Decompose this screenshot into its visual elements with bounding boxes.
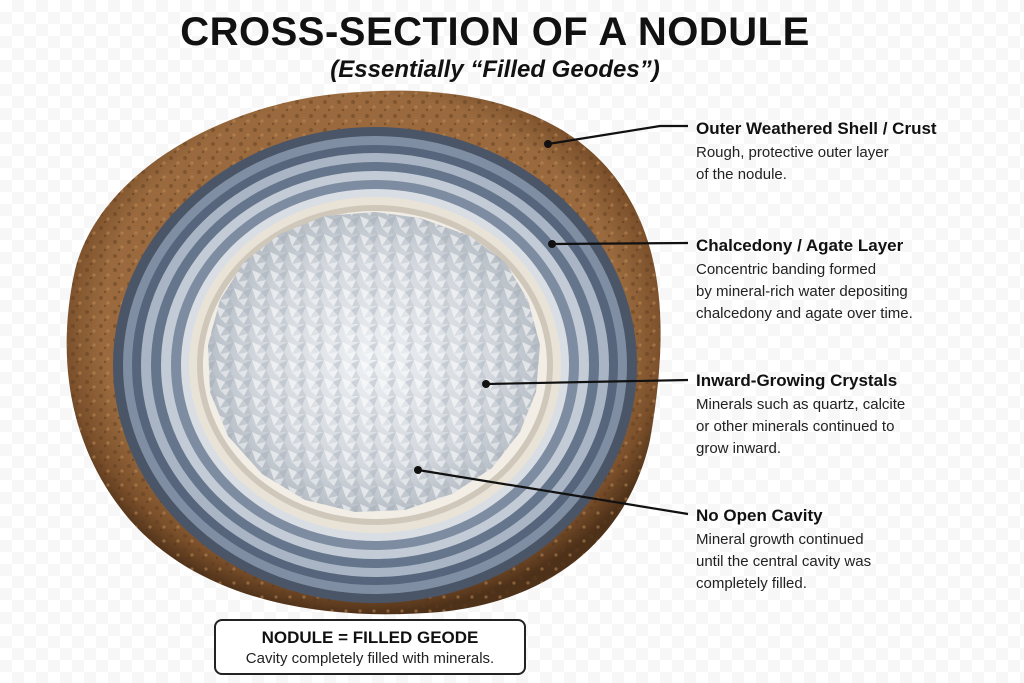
diagram-subtitle: (Essentially “Filled Geodes”) (330, 56, 660, 83)
leader-dot-agate (548, 240, 556, 248)
label-no-cavity-heading: No Open Cavity (696, 506, 823, 525)
label-outer-shell-line: Rough, protective outer layer (696, 144, 889, 161)
leader-line-crystals (485, 378, 689, 386)
label-no-cavity-line: until the central cavity was (696, 553, 872, 570)
label-agate-layer-line: Concentric banding formed (696, 261, 877, 278)
leader-dot-crystals (482, 380, 490, 388)
label-outer-shell: Outer Weathered Shell / Crust Rough, pro… (696, 118, 1016, 186)
label-crystals-line: or other minerals continued to (696, 418, 895, 435)
label-agate-layer-heading: Chalcedony / Agate Layer (696, 236, 904, 255)
label-no-cavity-description: Mineral growth continued until the centr… (696, 529, 1016, 595)
label-agate-layer-line: chalcedony and agate over time. (696, 305, 913, 322)
label-agate-layer: Chalcedony / Agate Layer Concentric band… (696, 235, 1016, 325)
diagram-title: CROSS-SECTION OF A NODULE (180, 10, 810, 54)
summary-heading: NODULE = FILLED GEODE (261, 628, 479, 647)
label-no-cavity-line: completely filled. (696, 575, 807, 592)
label-outer-shell-heading: Outer Weathered Shell / Crust (696, 119, 937, 138)
label-agate-layer-description: Concentric banding formed by mineral-ric… (696, 259, 1016, 325)
crystal-core (208, 212, 540, 512)
leader-dot-no-cavity (414, 466, 422, 474)
label-no-cavity-line: Mineral growth continued (696, 531, 864, 548)
label-crystals-line: Minerals such as quartz, calcite (696, 396, 906, 413)
label-outer-shell-line: of the nodule. (696, 166, 787, 183)
label-crystals-description: Minerals such as quartz, calcite or othe… (696, 394, 1016, 460)
label-outer-shell-description: Rough, protective outer layer of the nod… (696, 142, 1016, 186)
leader-line-agate (551, 241, 689, 246)
leader-dot-crust (544, 140, 552, 148)
summary-box: NODULE = FILLED GEODE Cavity completely … (214, 619, 526, 675)
leader-line-no-cavity (417, 468, 689, 516)
label-crystals-heading: Inward-Growing Crystals (696, 371, 898, 390)
leader-line-crust (547, 124, 688, 146)
label-no-cavity: No Open Cavity Mineral growth continued … (696, 505, 1016, 595)
label-crystals: Inward-Growing Crystals Minerals such as… (696, 370, 1016, 460)
summary-text: Cavity completely filled with minerals. (245, 650, 495, 667)
label-agate-layer-line: by mineral-rich water depositing (696, 283, 908, 300)
label-crystals-line: grow inward. (696, 440, 782, 457)
